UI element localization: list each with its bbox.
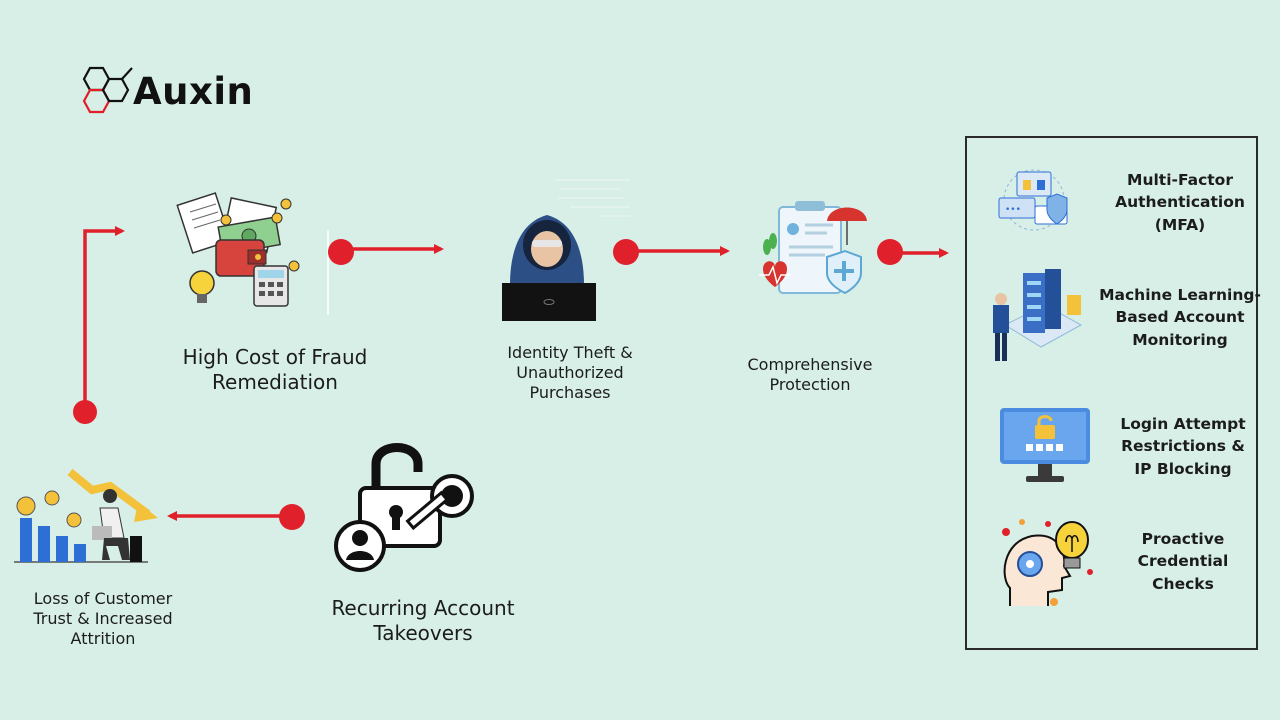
mfa-security-icon: ••• <box>998 169 1068 231</box>
solution-label-login-restrictions: Login Attempt Restrictions & IP Blocking <box>1120 415 1246 478</box>
monitor-password-lock-icon <box>1000 408 1090 482</box>
connector-high-cost-to-identity <box>328 239 444 265</box>
solutions-panel <box>965 136 1258 650</box>
solution-label-credential-checks: Proactive Credential Checks <box>1137 530 1229 593</box>
node-label-takeovers: Recurring Account Takeovers <box>331 596 515 645</box>
hexagon-logo-icon <box>82 66 133 114</box>
connector-identity-to-protection <box>613 239 730 265</box>
declining-chart-person-icon <box>14 468 158 563</box>
node-label-loss-trust: Loss of Customer Trust & Increased Attri… <box>33 589 173 648</box>
connector-dot <box>613 239 639 265</box>
node-label-identity-theft: Identity Theft & Unauthorized Purchases <box>507 343 633 402</box>
money-bills-calculator-icon <box>176 192 300 307</box>
flow-connectors <box>73 226 949 530</box>
head-gear-lightbulb-icon <box>1002 519 1093 606</box>
padlock-key-user-icon <box>334 443 474 572</box>
connector-takeovers-to-loss <box>167 504 305 530</box>
brand-name: Auxin <box>133 70 254 113</box>
solution-label-mfa: Multi-Factor Authentication (MFA) <box>1115 171 1245 234</box>
node-label-high-cost: High Cost of Fraud Remediation <box>182 345 368 394</box>
svg-text:•••: ••• <box>1005 205 1021 215</box>
node-label-protection: Comprehensive Protection <box>747 355 873 394</box>
hooded-hacker-laptop-icon <box>502 179 630 321</box>
connector-dot <box>877 239 903 265</box>
connector-dot <box>328 239 354 265</box>
connector-dot <box>73 400 97 424</box>
connector-loss-to-high-cost <box>73 226 125 424</box>
solution-label-ml-monitoring: Machine Learning- Based Account Monitori… <box>1099 286 1261 349</box>
server-monitoring-icon <box>993 269 1083 361</box>
connector-dot <box>279 504 305 530</box>
connector-protection-to-solutions <box>877 239 949 265</box>
insurance-clipboard-umbrella-icon <box>759 201 867 295</box>
